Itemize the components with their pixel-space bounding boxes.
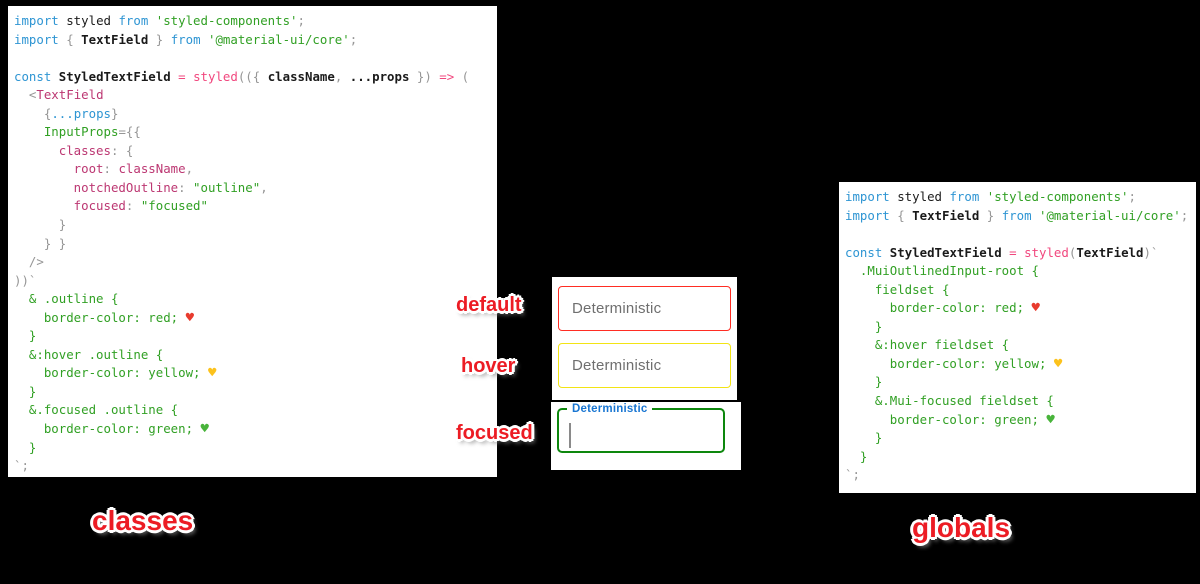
- classes-code-block: import styled from 'styled-components';i…: [14, 13, 470, 474]
- text-cursor: [569, 423, 571, 448]
- classes-code-panel: import styled from 'styled-components';i…: [8, 6, 497, 477]
- textfield-default-placeholder: Deterministic: [572, 300, 662, 317]
- globals-code-panel: import styled from 'styled-components';i…: [839, 182, 1196, 493]
- annotation-globals: globals: [912, 512, 1011, 543]
- textfield-hover[interactable]: Deterministic: [558, 343, 731, 388]
- annotation-focused: focused: [456, 422, 533, 444]
- annotation-hover: hover: [461, 355, 516, 377]
- annotation-default: default: [456, 294, 522, 316]
- globals-code-block: import styled from 'styled-components';i…: [845, 189, 1189, 483]
- textfield-default[interactable]: Deterministic: [558, 286, 731, 331]
- textfield-hover-placeholder: Deterministic: [572, 357, 662, 374]
- textfield-focused-card: Deterministic: [551, 402, 741, 470]
- annotation-classes: classes: [92, 505, 194, 536]
- textfield-focused-label: Deterministic: [572, 403, 648, 415]
- textfield-demo-card: Deterministic Deterministic: [552, 277, 737, 400]
- textfield-focused[interactable]: Deterministic: [557, 403, 725, 453]
